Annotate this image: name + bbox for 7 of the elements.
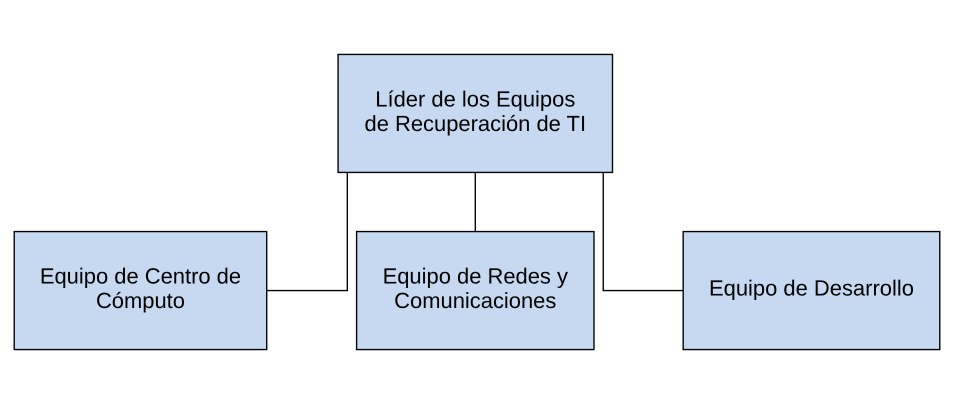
node-box: Líder de los Equipos de Recuperación de TI: [337, 53, 614, 173]
node-box: Equipo de Redes y Comunicaciones: [356, 230, 595, 350]
connector: [474, 172, 476, 230]
node-box: Equipo de Centro de Cómputo: [14, 230, 268, 350]
node-box: Equipo de Desarrollo: [682, 230, 940, 350]
connector: [266, 172, 348, 291]
connector: [602, 172, 684, 291]
